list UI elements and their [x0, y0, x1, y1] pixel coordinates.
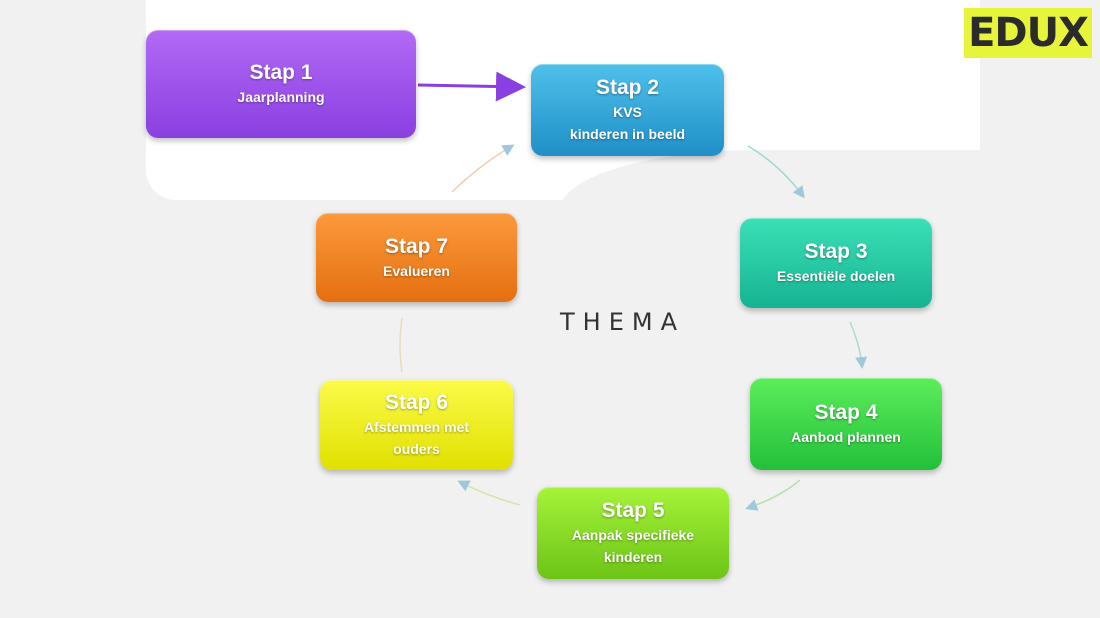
step-3-line-1: Essentiële doelen	[776, 268, 896, 284]
arrow-stap1-stap2	[417, 71, 526, 102]
arrow-stap5-stap6	[457, 480, 521, 506]
step-5-line-1: Aanpak specifieke	[571, 527, 695, 543]
step-7-box: Stap 7 Evalueren	[316, 213, 517, 302]
step-2-title: Stap 2	[595, 76, 660, 99]
step-6-line-2: ouders	[393, 441, 440, 457]
step-5-title: Stap 5	[601, 499, 665, 522]
step-6-box: Stap 6 Afstemmen met ouders	[320, 380, 513, 470]
arrow-stap3-stap4	[849, 321, 868, 369]
background-curve	[560, 150, 1000, 230]
step-1-title: Stap 1	[249, 61, 313, 84]
step-2-line-2: kinderen in beeld	[569, 126, 686, 142]
arrow-stap4-stap5	[745, 479, 801, 511]
step-3-title: Stap 3	[804, 240, 868, 263]
step-1-line-1: Jaarplanning	[237, 89, 325, 105]
step-2-box: Stap 2 KVS kinderen in beeld	[531, 64, 724, 156]
step-4-box: Stap 4 Aanbod plannen	[750, 378, 942, 470]
step-5-line-2: kinderen	[603, 549, 663, 565]
step-5-box: Stap 5 Aanpak specifieke kinderen	[537, 487, 729, 579]
arrow-stap2-stap3	[747, 145, 805, 199]
step-6-line-1: Afstemmen met	[363, 419, 470, 435]
step-2-line-1: KVS	[613, 104, 642, 120]
center-label-thema: THEMA	[560, 308, 685, 336]
step-7-line-1: Evalueren	[383, 262, 450, 279]
step-4-line-1: Aanbod plannen	[791, 429, 901, 445]
step-1-box: Stap 1 Jaarplanning	[146, 30, 416, 138]
edux-logo: EDUX	[964, 8, 1092, 58]
step-4-title: Stap 4	[814, 401, 878, 424]
step-3-box: Stap 3 Essentiële doelen	[740, 218, 932, 308]
step-7-title: Stap 7	[384, 234, 449, 258]
arrow-stap6-stap7	[399, 317, 403, 373]
step-6-title: Stap 6	[384, 391, 449, 414]
arrow-stap7-stap2	[451, 144, 515, 193]
